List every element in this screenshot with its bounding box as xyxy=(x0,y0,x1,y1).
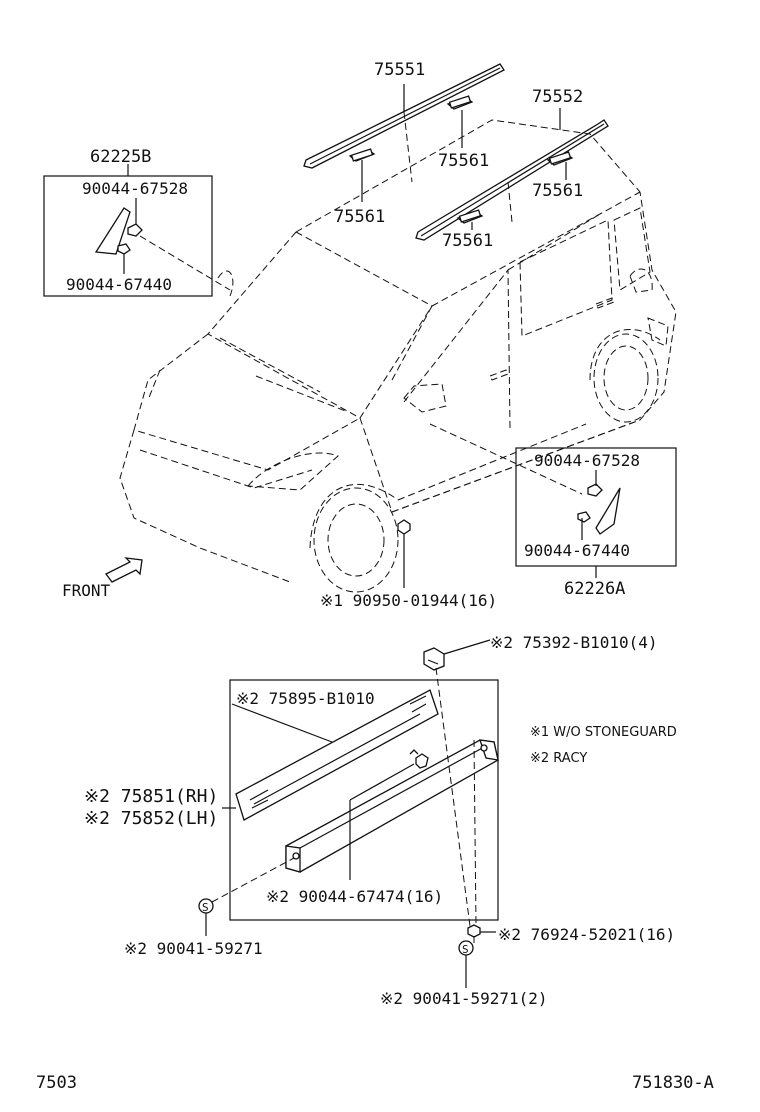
clip-75561-b xyxy=(446,95,474,110)
clip-75561-d xyxy=(456,209,484,224)
label-90041-left: ※2 90041-59271 xyxy=(124,939,263,958)
label-75851: ※2 75851(RH) xyxy=(84,786,218,807)
page-number-left: 7503 xyxy=(36,1073,77,1093)
box-75851 xyxy=(229,679,499,921)
label-62225B: 62225B xyxy=(90,147,151,167)
retainer-90950 xyxy=(397,519,411,535)
vehicle-outline xyxy=(119,119,677,593)
clip-75392 xyxy=(423,647,445,671)
label-75551: 75551 xyxy=(374,60,425,80)
label-75852: ※2 75852(LH) xyxy=(84,808,218,829)
nut-76924 xyxy=(467,924,481,938)
label-75552: 75552 xyxy=(532,87,583,107)
mudflap-front-part xyxy=(94,207,143,255)
mudguard-protector-75895 xyxy=(235,689,439,821)
front-arrow-icon xyxy=(105,557,143,583)
label-front: FRONT xyxy=(62,581,111,600)
clip-90044-67474 xyxy=(409,749,429,769)
svg-text:S: S xyxy=(462,943,469,956)
svg-text:S: S xyxy=(202,901,209,914)
label-75561-d: 75561 xyxy=(442,231,493,251)
label-75561-a: 75561 xyxy=(438,151,489,171)
clip-75561-c xyxy=(546,151,574,166)
label-90041-bottom: ※2 90041-59271(2) xyxy=(380,989,548,1008)
screw-90041-bottom: S xyxy=(458,940,474,956)
label-90044-67474: ※2 90044-67474(16) xyxy=(266,887,443,906)
label-90950: ※1 90950-01944(16) xyxy=(320,591,497,610)
label-62226A: 62226A xyxy=(564,579,625,599)
label-75392: ※2 75392-B1010(4) xyxy=(490,633,658,652)
screw-90041-left: S xyxy=(198,898,214,914)
clip-75561-a xyxy=(348,148,376,162)
note-2: ※2 RACY xyxy=(530,751,587,766)
label-75561-c: 75561 xyxy=(334,207,385,227)
mudflap-rear-part xyxy=(577,483,621,535)
label-62226A-bottom: 90044-67440 xyxy=(524,541,630,560)
label-62225B-bottom: 90044-67440 xyxy=(66,275,172,294)
label-62225B-top: 90044-67528 xyxy=(82,179,188,198)
figure-number: 751830-A xyxy=(632,1073,714,1093)
label-75895: ※2 75895-B1010 xyxy=(236,689,375,708)
roof-rail-75552 xyxy=(415,119,609,241)
label-76924: ※2 76924-52021(16) xyxy=(498,925,675,944)
label-62226A-top: 90044-67528 xyxy=(534,451,640,470)
note-1: ※1 W/O STONEGUARD xyxy=(530,725,677,740)
mudguard-75851 xyxy=(285,739,499,873)
label-75561-b: 75561 xyxy=(532,181,583,201)
